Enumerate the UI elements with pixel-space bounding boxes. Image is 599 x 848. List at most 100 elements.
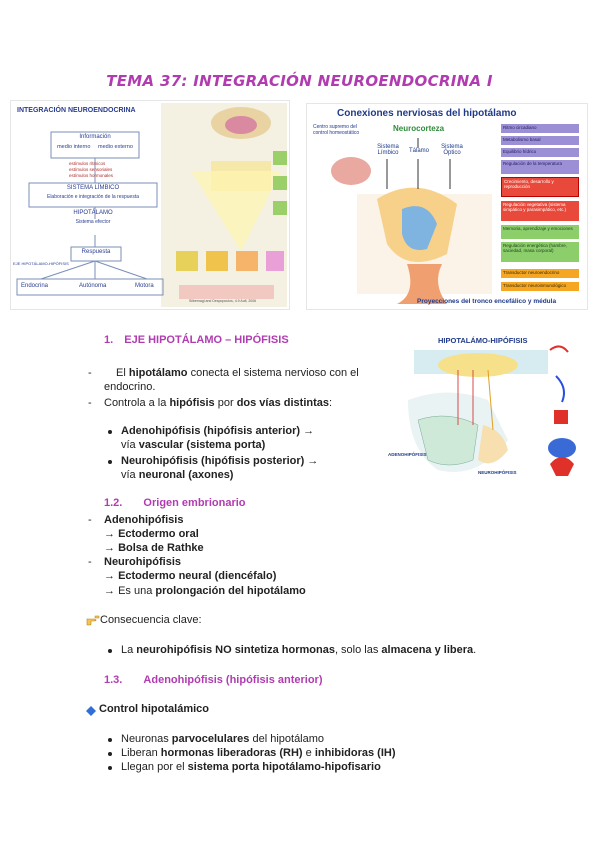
dash-neuro: - <box>88 556 92 568</box>
blue-diamond-icon <box>86 703 96 716</box>
control-2-a: Liberan <box>121 747 161 759</box>
dash-2: - <box>88 397 92 409</box>
adeno-c: vía <box>121 439 139 451</box>
origin-adeno-label: Adenohipófisis <box>104 514 184 526</box>
section-1-2-number: 1.2. <box>104 497 123 509</box>
origin-neuro-2-b: prolongación del hipotálamo <box>155 585 306 597</box>
control-3-a: Llegan por el <box>121 761 188 773</box>
consequence-d: almacena y libera <box>381 644 474 656</box>
origin-neuro-1-text: Ectodermo neural (diencéfalo) <box>118 570 277 582</box>
item2-c: por <box>214 397 237 409</box>
origin-adeno-2-text: Bolsa de Rathke <box>118 542 204 554</box>
dash-adeno: - <box>88 514 92 526</box>
fig2-fn-2: Metabolismo basal <box>501 136 579 145</box>
fig2-center: Centro supremo del control homeostático <box>313 124 360 136</box>
fig1-credit: Silbernagl and Despopoulos, 4.9 Aufl, 20… <box>189 299 257 303</box>
fig1-stim-1: estímulos rítmicos <box>69 161 106 166</box>
bullet-control-1 <box>108 738 112 742</box>
item-adeno: Adenohipófisis (hipófisis anterior) → <box>121 424 351 438</box>
fig1-info: Información <box>79 134 111 140</box>
control-label: Control hipotalámico <box>99 702 209 716</box>
consequence-b: neurohipófisis NO sintetiza hormonas <box>136 644 335 656</box>
origin-adeno: Adenohipófisis <box>104 513 183 527</box>
fig2-col-optico: Sistema Óptico <box>441 144 463 156</box>
origin-neuro-2: → Es una prolongación del hipotálamo <box>104 584 306 598</box>
fig2-fn-6: Regulación vegetativa (sistema simpático… <box>501 201 579 221</box>
fig2-fn-5: Crecimiento, desarrollo y reproducción <box>501 177 579 197</box>
fig2-col-limbico: Sistema Límbico <box>377 144 399 156</box>
consequence-e: . <box>473 644 477 656</box>
control-2-c: e <box>302 747 315 759</box>
control-item-2: Liberan hormonas liberadoras (RH) e inhi… <box>121 746 581 760</box>
fig1-info-sub: medio interno medio externo <box>57 144 133 150</box>
item2-e: : <box>329 397 333 409</box>
arrow-2: → <box>104 542 115 554</box>
fig2-fn-3: Equilibrio hídrico <box>501 148 579 157</box>
consequence-label: Consecuencia clave: <box>100 614 202 626</box>
fig1-output-motora: Motora <box>135 283 154 289</box>
origin-neuro: Neurohipófisis <box>104 555 181 569</box>
origin-adeno-1-text: Ectodermo oral <box>118 528 199 540</box>
fig1-hypo: HIPOTÁLAMO <box>73 210 113 216</box>
arrow-4: → <box>104 585 115 597</box>
fig2-neocortex: Neurocorteza <box>393 124 445 133</box>
neuro-d: neuronal (axones) <box>138 469 234 481</box>
section-1-2-title: Origen embrionario <box>143 497 246 509</box>
hand-pointing-icon <box>86 613 100 626</box>
fig1-limbic: SISTEMA LÍMBICO <box>66 185 120 191</box>
neuro-b: → <box>304 455 319 467</box>
control-3-b: sistema porta hipotálamo-hipofisario <box>187 761 381 773</box>
control-2-b: hormonas liberadoras (RH) <box>160 747 303 759</box>
bullet-control-2 <box>108 752 112 756</box>
section-1-heading: 1. EJE HIPOTÁLAMO – HIPÓFISIS <box>104 334 289 346</box>
fig2-title: Conexiones nerviosas del hipotálamo <box>337 108 517 119</box>
control-item-1: Neuronas parvocelulares del hipotálamo <box>121 732 581 746</box>
section-1-title: EJE HIPOTÁLAMO – HIPÓFISIS <box>124 334 289 346</box>
fig1-stim-3: estímulos hormonales <box>69 173 114 178</box>
integration-diagram <box>11 101 289 309</box>
pituitary-diagram <box>378 330 588 482</box>
origin-neuro-label: Neurohipófisis <box>104 556 182 568</box>
item-neuro-via: vía neuronal (axones) <box>121 468 233 482</box>
fig3-label-adeno: ADENOHIPÓFISIS <box>388 452 427 457</box>
fig2-col-talamo: Tálamo <box>408 148 429 154</box>
fig2-fn-9: Transductor neuroendocrino <box>501 269 579 278</box>
fig3-label-neuro: NEUROHIPÓFISIS <box>478 470 517 475</box>
fig1-output-endocrina: Endocrina <box>21 283 49 289</box>
control-1-c: del hipotálamo <box>249 733 325 745</box>
figure-integracion-neuroendocrina: INTEGRACIÓN NEUROENDOCRINA Información m… <box>10 100 290 310</box>
item-adeno-via: vía vascular (sistema porta) <box>121 438 265 452</box>
neuro-c: vía <box>121 469 139 481</box>
bullet-adeno <box>108 430 112 434</box>
item1-a: El <box>116 367 129 379</box>
control-1-b: parvocelulares <box>171 733 250 745</box>
fig2-fn-1: Ritmo circadiano <box>501 124 579 133</box>
origin-neuro-2-a: Es una <box>118 585 156 597</box>
fig1-hypo-sub: Sistema efector <box>75 219 111 225</box>
fig1-title: INTEGRACIÓN NEUROENDOCRINA <box>17 107 136 114</box>
section-1-number: 1. <box>104 334 114 346</box>
figure-conexiones-hipotalamo: Conexiones nerviosas del hipotálamo Neur… <box>306 103 588 310</box>
fig2-footer: Proyecciones del tronco encefálico y méd… <box>417 298 557 305</box>
item1-cont: endocrino. <box>104 381 156 393</box>
item-controla: Controla a la hipófisis por dos vías dis… <box>104 396 374 410</box>
consequence-a: La <box>121 644 137 656</box>
fig2-fn-10: Transductor neuroinmunológico <box>501 282 579 291</box>
adeno-d: vascular (sistema porta) <box>138 439 266 451</box>
figure-hipotalamo-hipofisis: HIPOTALÁMO-HIPÓFISIS ADENOHIPÓFISIS NEUR… <box>378 330 588 482</box>
fig1-stim-2: estímulos sensoriales <box>69 167 113 172</box>
control-1-a: Neuronas <box>121 733 172 745</box>
bullet-consequence <box>108 649 112 653</box>
control-2-d: inhibidoras (IH) <box>314 747 396 759</box>
bullet-control-3 <box>108 766 112 770</box>
adeno-b: → <box>300 425 315 437</box>
item-hipotalamo: El hipotálamo conecta el sistema nervios… <box>116 366 376 380</box>
bullet-neuro <box>108 460 112 464</box>
section-1-2-heading: 1.2. Origen embrionario <box>104 497 246 509</box>
consequence-c: , solo las <box>334 644 382 656</box>
control-label-text: Control hipotalámico <box>99 703 209 715</box>
section-1-3-number: 1.3. <box>104 674 123 686</box>
section-1-3-title: Adenohipófisis (hipófisis anterior) <box>143 674 323 686</box>
fig2-fn-8: Regulación energética (hambre, saciedad,… <box>501 242 579 262</box>
fig2-fn-4: Regulación de la temperatura <box>501 160 579 174</box>
